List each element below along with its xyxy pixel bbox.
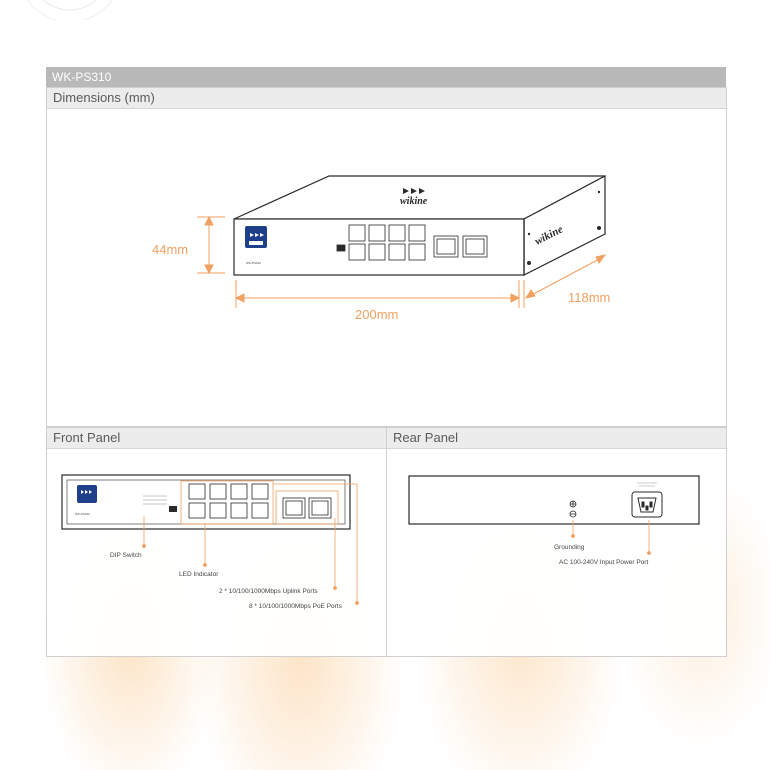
power-port-icon: [631, 491, 663, 518]
rear-callout-lines: [571, 520, 651, 555]
height-label: 44mm: [152, 242, 188, 257]
dimensions-panel: Dimensions (mm) wikine wikine: [46, 87, 727, 427]
height-dimension: [197, 215, 225, 275]
grounding-label: Grounding: [554, 544, 585, 551]
dimensions-drawing: wikine wikine WK-PS310: [152, 175, 610, 322]
width-dimension: [234, 280, 521, 308]
switch-3d-illustration: [233, 175, 606, 276]
rear-panel-title: Rear Panel: [387, 428, 726, 449]
front-panel: Front Panel WK-PS310: [46, 427, 387, 657]
led-indicator-label: LED Indicator: [179, 571, 219, 578]
uplink-ports-graphic: [282, 497, 332, 519]
uplink-ports-highlight: [275, 490, 339, 525]
top-logo: wikine: [400, 188, 428, 207]
dip-switch-label: DIP Switch: [110, 552, 142, 559]
front-panel-drawing: WK-PS310 DIP Switch LED Indicator: [61, 474, 359, 610]
rear-panel-drawing: Grounding AC 100-240V Input Power Port: [408, 475, 700, 566]
rear-panel: Rear Panel Grounding AC 100-240V Input P…: [386, 427, 727, 657]
front-logo-icon: [77, 485, 97, 503]
power-port-label: AC 100-240V Input Power Port: [559, 559, 648, 566]
depth-dimension: [523, 254, 607, 308]
front-model-label: WK-PS310: [246, 261, 261, 265]
front-face: [245, 224, 488, 261]
switch-front-outline: [61, 474, 351, 530]
grounding-icon: [569, 500, 577, 518]
side-screws: [527, 190, 601, 265]
poe-ports-highlight: [180, 480, 274, 525]
callout-lines: [142, 483, 359, 605]
switch-rear-outline: [408, 475, 700, 525]
front-panel-title: Front Panel: [47, 428, 386, 449]
model-header: WK-PS310: [46, 67, 726, 87]
dimensions-title: Dimensions (mm): [47, 88, 726, 109]
poe-ports-graphic: [188, 483, 269, 519]
uplink-ports-label: 2 * 10/100/1000Mbps Uplink Ports: [219, 588, 318, 595]
front-panel-model: WK-PS310: [75, 512, 90, 516]
depth-label: 118mm: [568, 290, 610, 305]
width-label: 200mm: [355, 307, 398, 322]
decorative-arc: [26, 0, 114, 20]
poe-ports-label: 8 * 10/100/1000Mbps PoE Ports: [249, 603, 343, 610]
top-brand-text: wikine: [400, 196, 428, 207]
dip-switch-graphic: [169, 506, 177, 512]
